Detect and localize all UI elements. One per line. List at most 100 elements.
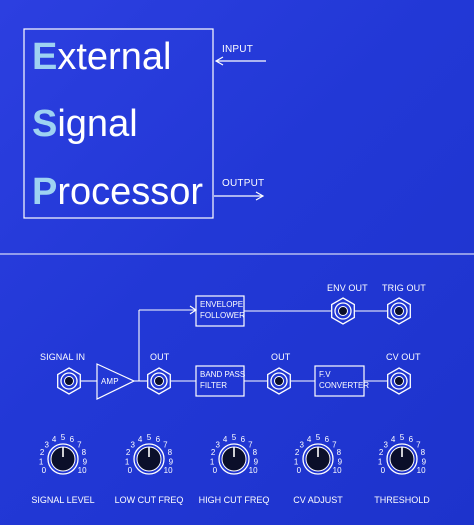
knob-scale-number: 10 [78, 466, 87, 475]
knob-scale-number: 1 [210, 457, 215, 466]
input-label: INPUT [222, 44, 253, 55]
knob-scale-number: 1 [125, 457, 130, 466]
knob-scale-number: 8 [421, 448, 426, 457]
fv-converter-line1: F.V [319, 370, 331, 379]
amp-out-jack[interactable] [147, 367, 171, 395]
title-rest-processor: rocessor [57, 171, 204, 213]
knob-scale-number: 1 [39, 457, 44, 466]
knob-scale-number: 2 [295, 448, 300, 457]
knob-scale-number: 8 [337, 448, 342, 457]
knob-scale-number: 5 [61, 433, 66, 442]
knob-scale-number: 1 [294, 457, 299, 466]
knob-scale-number: 8 [253, 448, 258, 457]
knob-scale-number: 2 [40, 448, 45, 457]
trig-out-jack[interactable] [387, 297, 411, 325]
amp-triangle [96, 363, 136, 400]
knob-scale-number: 2 [379, 448, 384, 457]
envelope-follower-label: ENVELOPE FOLLOWER [200, 299, 245, 321]
output-label: OUTPUT [222, 178, 265, 189]
knob-label-low-cut-freq: LOW CUT FREQ [114, 495, 184, 505]
bpf-out-label: OUT [271, 352, 291, 362]
knob-scale-number: 9 [83, 457, 88, 466]
band-pass-filter-line1: BAND PASS [200, 370, 246, 379]
knob-scale-number: 5 [400, 433, 405, 442]
knob-ring [386, 443, 418, 475]
input-arrowhead [214, 56, 224, 66]
amp-out-label: OUT [150, 352, 170, 362]
env-out-label: ENV OUT [327, 283, 368, 293]
fv-converter-line2: CONVERTER [319, 381, 370, 390]
amp-label: AMP [101, 377, 119, 386]
knob-scale-number: 3 [44, 440, 49, 449]
knob-scale-number: 10 [164, 466, 173, 475]
knob-scale-number: 7 [332, 440, 337, 449]
knob-ring [47, 443, 79, 475]
title-rest-signal: ignal [57, 103, 138, 145]
knob-scale-number: 4 [223, 435, 228, 444]
bpf-out-jack[interactable] [267, 367, 291, 395]
knob-label-cv-adjust: CV ADJUST [293, 495, 343, 505]
knob-scale-number: 8 [168, 448, 173, 457]
title-frame [23, 28, 214, 219]
env-out-jack[interactable] [331, 297, 355, 325]
knob-scale-number: 4 [391, 435, 396, 444]
knob-label-high-cut-freq: HIGH CUT FREQ [198, 495, 270, 505]
band-pass-filter-label: BAND PASS FILTER [200, 369, 245, 391]
knob-scale-number: 0 [213, 466, 218, 475]
knob-label-signal-level: SIGNAL LEVEL [31, 495, 95, 505]
cv-out-label: CV OUT [386, 352, 421, 362]
knob-scale-number: 9 [254, 457, 259, 466]
knob-scale-number: 3 [215, 440, 220, 449]
knob-ring [133, 443, 165, 475]
knob-scale-number: 5 [147, 433, 152, 442]
knob-scale-number: 4 [138, 435, 143, 444]
knob-scale-number: 10 [417, 466, 426, 475]
knob-scale-number: 6 [70, 435, 75, 444]
knob-scale-number: 0 [42, 466, 47, 475]
knob-ring [302, 443, 334, 475]
knob-scale-number: 5 [232, 433, 237, 442]
knob-scale-number: 6 [325, 435, 330, 444]
title-initial-p: P [32, 171, 58, 213]
knob-scale-number: 8 [82, 448, 87, 457]
knob-scale-number: 4 [307, 435, 312, 444]
signal-in-jack[interactable] [57, 367, 81, 395]
knob-scale-number: 6 [156, 435, 161, 444]
trig-out-label: TRIG OUT [382, 283, 426, 293]
cv-out-jack[interactable] [387, 367, 411, 395]
title-initial-e: E [32, 36, 58, 78]
title-line-signal: Signal [32, 104, 138, 144]
knob-scale-number: 0 [297, 466, 302, 475]
knob-scale-number: 9 [169, 457, 174, 466]
knob-scale-number: 6 [409, 435, 414, 444]
knob-scale-number: 7 [163, 440, 168, 449]
knob-scale-number: 4 [52, 435, 57, 444]
knob-scale-number: 0 [128, 466, 133, 475]
knob-scale-number: 10 [333, 466, 342, 475]
knob-scale-number: 9 [338, 457, 343, 466]
title-line-external: External [32, 37, 171, 77]
knob-label-threshold: THRESHOLD [374, 495, 430, 505]
output-arrowhead [255, 191, 265, 201]
knob-scale-number: 2 [126, 448, 131, 457]
knob-ring [218, 443, 250, 475]
title-line-processor: Processor [32, 172, 203, 212]
knob-scale-number: 1 [378, 457, 383, 466]
knob-scale-number: 7 [416, 440, 421, 449]
band-pass-filter-line2: FILTER [200, 381, 227, 390]
knob-scale-number: 10 [249, 466, 258, 475]
knob-scale-number: 0 [381, 466, 386, 475]
envelope-follower-line2: FOLLOWER [200, 311, 245, 320]
fv-converter-label: F.V CONVERTER [319, 369, 369, 391]
knob-scale-number: 9 [422, 457, 427, 466]
signal-in-label: SIGNAL IN [40, 352, 86, 362]
title-rest-external: xternal [57, 36, 172, 78]
title-initial-s: S [32, 103, 58, 145]
